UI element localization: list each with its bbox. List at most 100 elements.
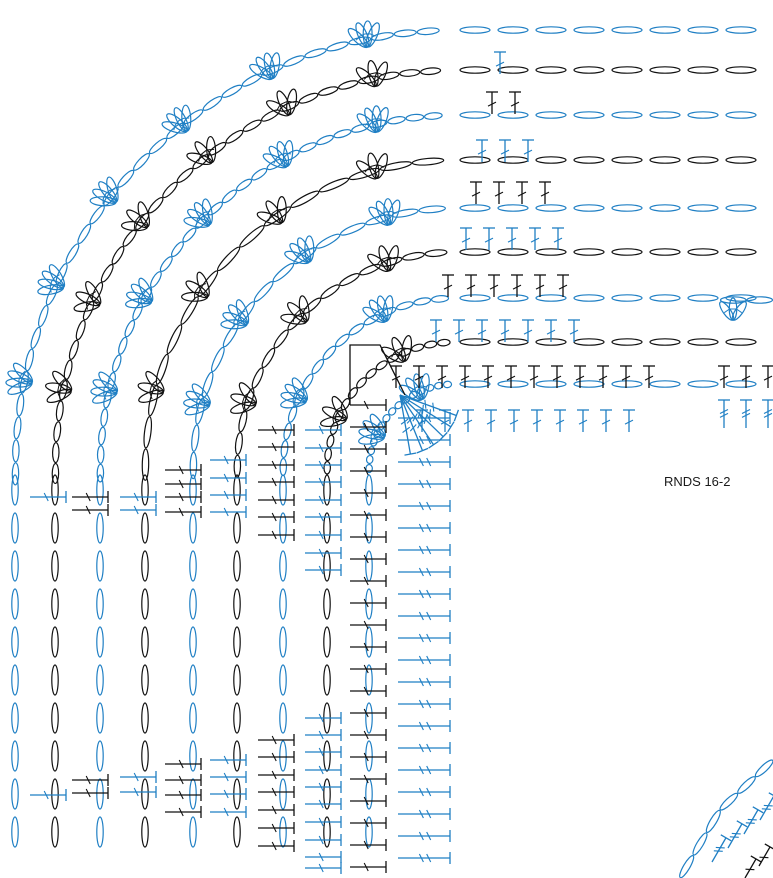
stitch-slash: [271, 823, 277, 833]
round-1: [5, 20, 757, 848]
stitch-slash: [426, 633, 432, 643]
chain-stitch: [261, 64, 284, 76]
stitch-slash: [418, 699, 424, 709]
chain-stitch: [155, 353, 169, 385]
cluster-slash: [736, 308, 743, 314]
stitch-slash: [363, 400, 369, 410]
chain-stitch: [497, 294, 529, 302]
chain-stitch: [423, 340, 438, 349]
cluster-slash: [288, 100, 295, 103]
chain-stitch: [573, 380, 605, 388]
cluster-slash: [103, 393, 107, 400]
cluster-slash: [297, 387, 303, 392]
stitch-slash: [223, 473, 229, 483]
stitch-slash: [719, 375, 729, 381]
stitch-slash: [363, 510, 369, 520]
shell-cluster-leaf: [52, 370, 73, 392]
stitch-slash: [426, 853, 432, 863]
chain-stitch: [11, 474, 19, 506]
chain-stitch: [11, 816, 19, 848]
chain-stitch: [459, 294, 491, 302]
cluster-slash: [297, 250, 303, 256]
chain-stitch: [323, 778, 331, 810]
chain-stitch: [189, 778, 197, 810]
rounds-label: RNDS 16-2: [664, 474, 731, 489]
stitch-slash: [418, 567, 424, 577]
cluster-slash: [86, 295, 90, 302]
stitch-slash: [418, 721, 424, 731]
cluster-slash: [292, 316, 295, 323]
stitch-slash: [363, 686, 369, 696]
stitch-slash: [133, 787, 139, 797]
stitch-slash: [178, 492, 184, 502]
chain-stitch: [150, 271, 162, 288]
stitch-slash: [406, 416, 414, 424]
stitch-slash: [761, 808, 771, 810]
stitch-slash: [363, 774, 369, 784]
chain-stitch: [402, 251, 425, 261]
cluster-slash: [375, 308, 381, 314]
chain-stitch: [51, 550, 59, 582]
cluster-slash: [49, 281, 53, 288]
cluster-slash: [378, 164, 385, 168]
stitch-top-bar: [720, 834, 732, 842]
stitch-slash: [223, 807, 229, 817]
stitch-post: [399, 394, 452, 428]
chain-stitch: [573, 26, 605, 34]
stitch-slash: [418, 677, 424, 687]
cluster-slash: [271, 64, 278, 67]
stitch-slash: [363, 642, 369, 652]
stitch-post: [399, 394, 444, 438]
cluster-slash: [201, 150, 207, 155]
left-stitch-rows: [30, 399, 451, 874]
chain-stitch: [338, 80, 359, 90]
chain-stitch: [459, 26, 491, 34]
chain-stitch: [147, 197, 164, 214]
round-3: [90, 105, 757, 848]
chain-stitch: [273, 329, 289, 349]
chain-stitch: [411, 157, 445, 166]
chain-stitch: [611, 204, 643, 212]
stitch-slash: [540, 191, 550, 197]
chain-stitch: [234, 432, 243, 455]
chain-stitch: [141, 664, 149, 696]
stitch-slash: [426, 765, 432, 775]
chain-stitch: [687, 248, 719, 256]
cluster-slash: [204, 210, 211, 213]
cluster-slash: [241, 396, 245, 403]
chain-stitch: [207, 201, 223, 216]
chain-stitch: [347, 387, 359, 399]
cluster-slash: [109, 188, 116, 191]
stitch-slash: [530, 237, 540, 243]
cluster-slash: [376, 213, 382, 219]
chain-stitch: [89, 205, 105, 225]
cluster-slash: [280, 101, 287, 105]
stitch-slash: [489, 284, 499, 290]
stitch-slash: [178, 479, 184, 489]
chain-stitch: [51, 664, 59, 696]
stitch-slash: [578, 419, 588, 425]
chain-stitch: [287, 405, 298, 423]
chain-stitch: [379, 161, 412, 172]
cluster-slash: [140, 213, 147, 216]
chain-stitch: [649, 66, 681, 74]
stitch-slash: [509, 419, 519, 425]
cluster-slash: [196, 214, 201, 221]
stitch-slash: [271, 805, 277, 815]
chain-stitch: [365, 454, 374, 465]
chain-stitch: [365, 702, 373, 734]
stitch-slash: [426, 721, 432, 731]
round-8: [320, 335, 757, 848]
chain-stitch: [37, 304, 49, 328]
chain-stitch: [687, 338, 719, 346]
stitch-slash: [523, 329, 533, 335]
cluster-slash: [85, 303, 88, 310]
cluster-slash: [421, 385, 428, 388]
stitch-slash: [400, 418, 409, 425]
stitch-slash: [363, 598, 369, 608]
cluster-slash: [271, 209, 278, 215]
cluster-slash: [139, 290, 144, 296]
stitch-slash: [454, 329, 464, 335]
cluster-slash: [379, 307, 386, 310]
chain-stitch: [210, 346, 225, 373]
